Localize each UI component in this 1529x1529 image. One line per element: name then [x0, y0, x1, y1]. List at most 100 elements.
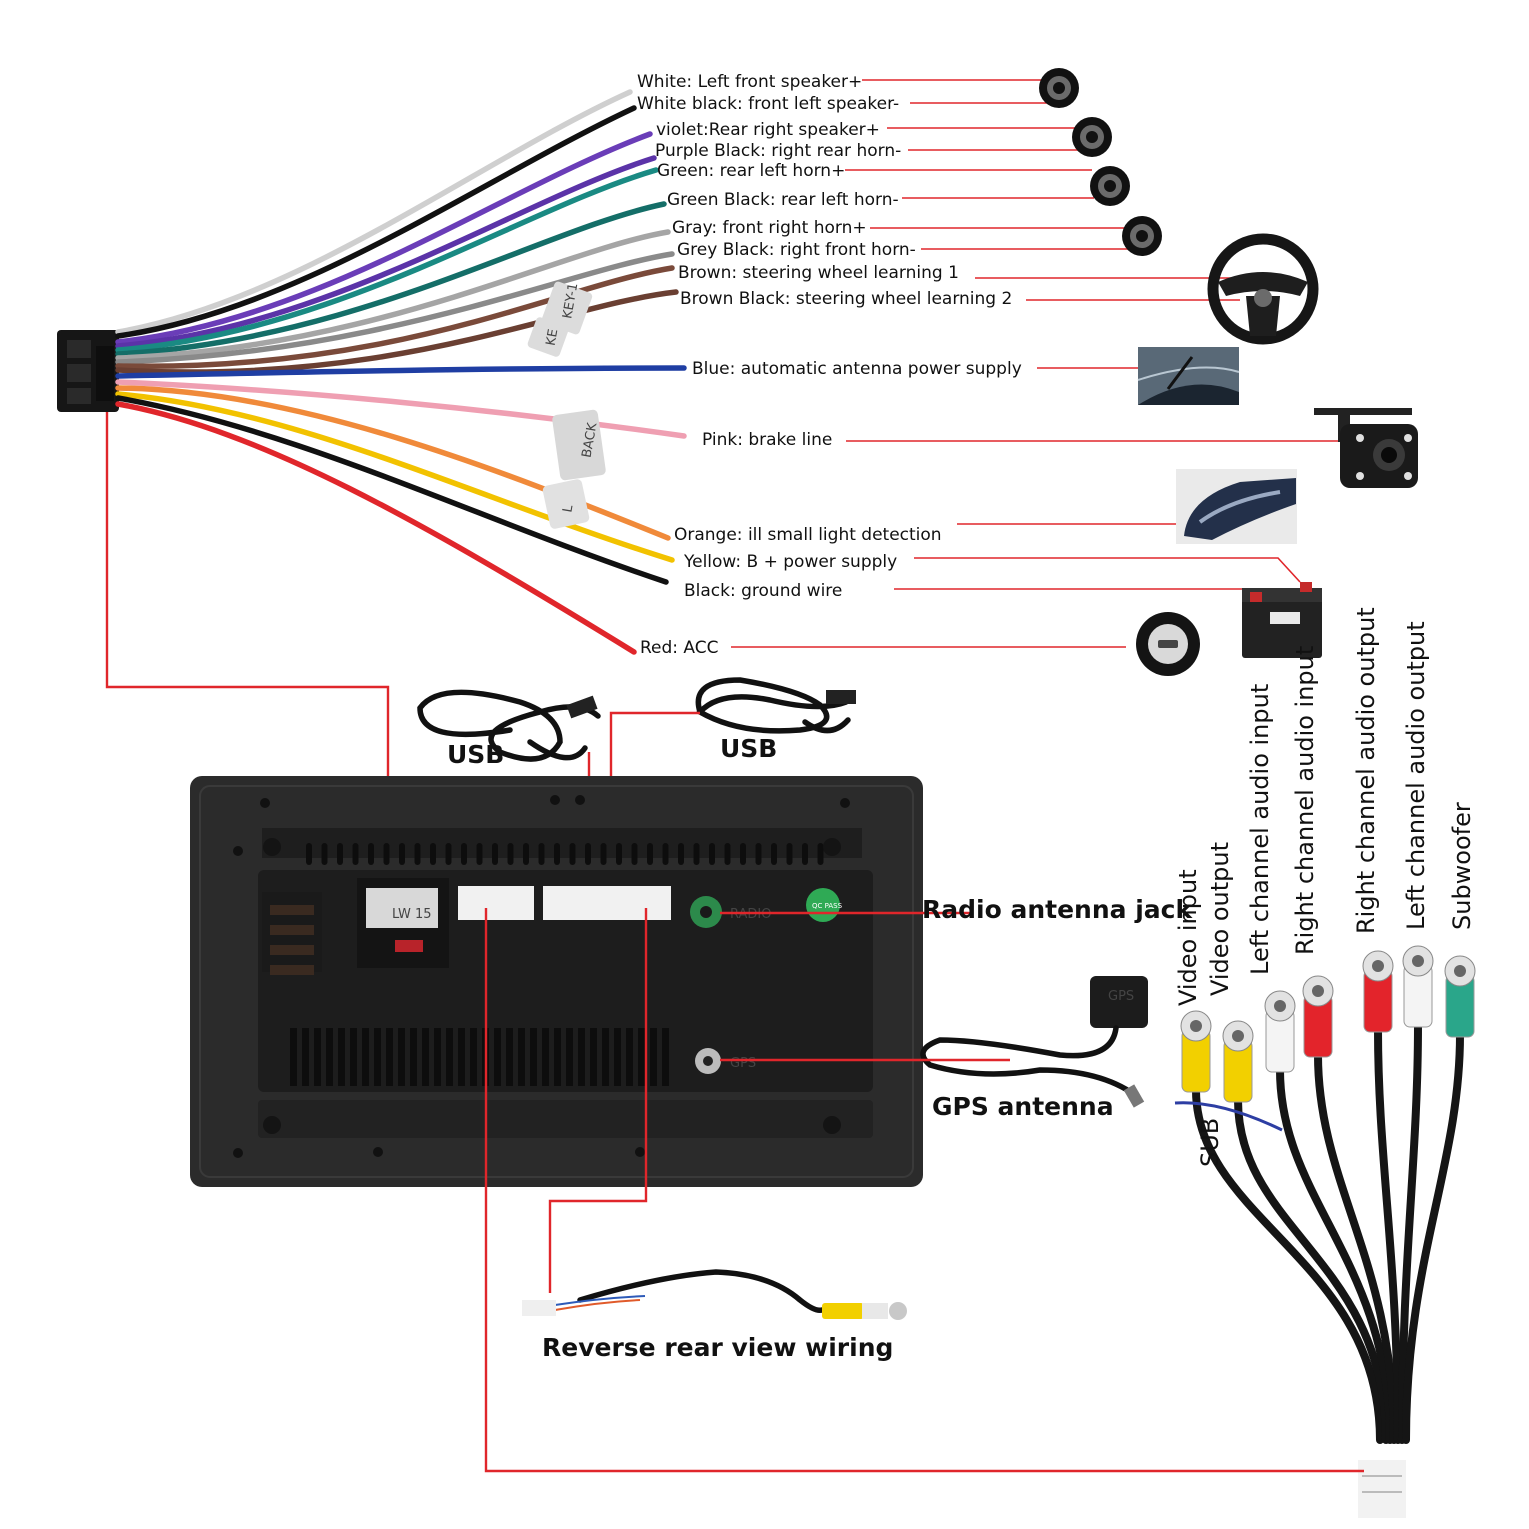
usb-cable-left	[417, 689, 601, 762]
harness-wires	[115, 89, 687, 655]
wire-label: Grey Black: right front horn-	[677, 240, 916, 260]
vent-slot	[724, 843, 731, 865]
rca-plug-hole	[1372, 960, 1384, 972]
radio-antenna-label: Radio antenna jack	[922, 895, 1193, 924]
head-unit: LW 15 RADIO QC PASS GPS	[190, 776, 923, 1187]
rca-plug-hole	[1274, 1000, 1286, 1012]
wire-label: Green: rear left horn+	[657, 161, 845, 181]
vent-slot	[590, 1028, 597, 1086]
wire	[115, 395, 669, 585]
wire-label: Orange: ill small light detection	[674, 525, 942, 545]
rca-label: Subwoofer	[1448, 802, 1476, 930]
speaker-icon	[1090, 166, 1130, 206]
vent-slot	[430, 843, 436, 865]
wire-labels: White: Left front speaker+ White black: …	[637, 72, 1022, 658]
vent-slot	[386, 1028, 393, 1086]
vent-slot	[368, 843, 374, 865]
rca-plug-hole	[1232, 1030, 1244, 1042]
rca-plug-hole	[1412, 955, 1424, 967]
vent-slot	[306, 843, 312, 865]
vent-slot	[446, 1028, 453, 1086]
plug-mark: LW 15	[392, 907, 432, 922]
rca-plug-hole	[1454, 965, 1466, 977]
vent-slot	[434, 1028, 441, 1086]
vent-slot	[542, 1028, 549, 1086]
rca-cable	[1398, 1021, 1422, 1444]
usb-left-label: USB	[447, 740, 504, 769]
wire-label: Purple Black: right rear horn-	[655, 141, 901, 161]
vent-slot	[399, 843, 405, 865]
vent-slot	[523, 843, 529, 865]
vent-slot	[554, 843, 560, 865]
wire	[115, 391, 675, 563]
leader-lines	[731, 79, 1360, 648]
rca-label: Video output	[1206, 842, 1234, 996]
vent-slot	[616, 843, 622, 865]
vent-slot	[461, 843, 467, 865]
vent-slot	[802, 843, 808, 865]
speaker-icon	[1072, 117, 1112, 157]
vent-slot	[631, 843, 638, 865]
wire	[115, 385, 671, 541]
wire-label: Green Black: rear left horn-	[667, 190, 899, 210]
wire	[115, 401, 637, 655]
ignition-icon	[1136, 612, 1200, 676]
vent-slot	[518, 1028, 525, 1086]
wire-tag-key: KEY-1	[541, 281, 593, 335]
vent-slot	[337, 843, 343, 865]
vent-slot	[326, 1028, 333, 1086]
vent-slot	[709, 843, 715, 865]
vent-slot	[678, 843, 684, 865]
wire	[115, 365, 687, 379]
wire-label: White: Left front speaker+	[637, 72, 862, 92]
rca-cables	[1180, 945, 1476, 1444]
wire	[115, 201, 667, 357]
wire-tag-ill: L	[542, 479, 590, 529]
wire	[115, 155, 657, 349]
svg-text:BACK: BACK	[580, 421, 601, 459]
vent-slot	[470, 1028, 477, 1086]
vent-slot	[647, 843, 653, 865]
vent-slot	[492, 843, 498, 865]
vent-slot	[569, 843, 576, 865]
wire-tag-back: BACK	[552, 409, 606, 481]
wire-label: White black: front left speaker-	[637, 94, 899, 114]
vent-slot	[506, 1028, 513, 1086]
harness-connector	[57, 330, 119, 412]
gps-antenna-label: GPS antenna	[932, 1092, 1114, 1121]
radio-mark: RADIO	[730, 907, 771, 922]
rca-plug-hole	[1190, 1020, 1202, 1032]
speaker-icon	[1122, 216, 1162, 256]
pass-mark: QC PASS	[812, 902, 843, 910]
vent-slot	[693, 843, 700, 865]
vent-slot	[626, 1028, 633, 1086]
svg-text:GPS: GPS	[1108, 989, 1134, 1004]
vent-slot	[410, 1028, 417, 1086]
rca-cable	[1234, 1096, 1390, 1444]
wire	[115, 265, 675, 370]
battery-icon	[1242, 582, 1322, 658]
gps-antenna-icon: GPS	[920, 976, 1148, 1108]
vent-slot	[458, 1028, 465, 1086]
vent-slot	[374, 1028, 381, 1086]
vent-slot	[302, 1028, 309, 1086]
wire-label: Pink: brake line	[702, 430, 832, 450]
vent-slot	[585, 843, 591, 865]
speaker-icon	[1039, 68, 1079, 108]
vent-slot	[662, 1028, 669, 1086]
wire-label: Brown: steering wheel learning 1	[678, 263, 959, 283]
vent-slot	[755, 843, 762, 865]
leader-rca	[484, 908, 1364, 1473]
vent-slot	[578, 1028, 585, 1086]
vent-slot	[422, 1028, 429, 1086]
rca-label: Video input	[1174, 869, 1202, 1006]
vent-slot	[554, 1028, 561, 1086]
vent-slot	[494, 1028, 501, 1086]
rca-label: Right channel audio input	[1291, 646, 1319, 955]
rca-cable	[1374, 1026, 1402, 1444]
steering-wheel-icon	[1207, 233, 1319, 345]
wire-label: Red: ACC	[640, 638, 719, 658]
rca-cable	[1276, 1066, 1394, 1444]
vent-slot	[740, 843, 746, 865]
